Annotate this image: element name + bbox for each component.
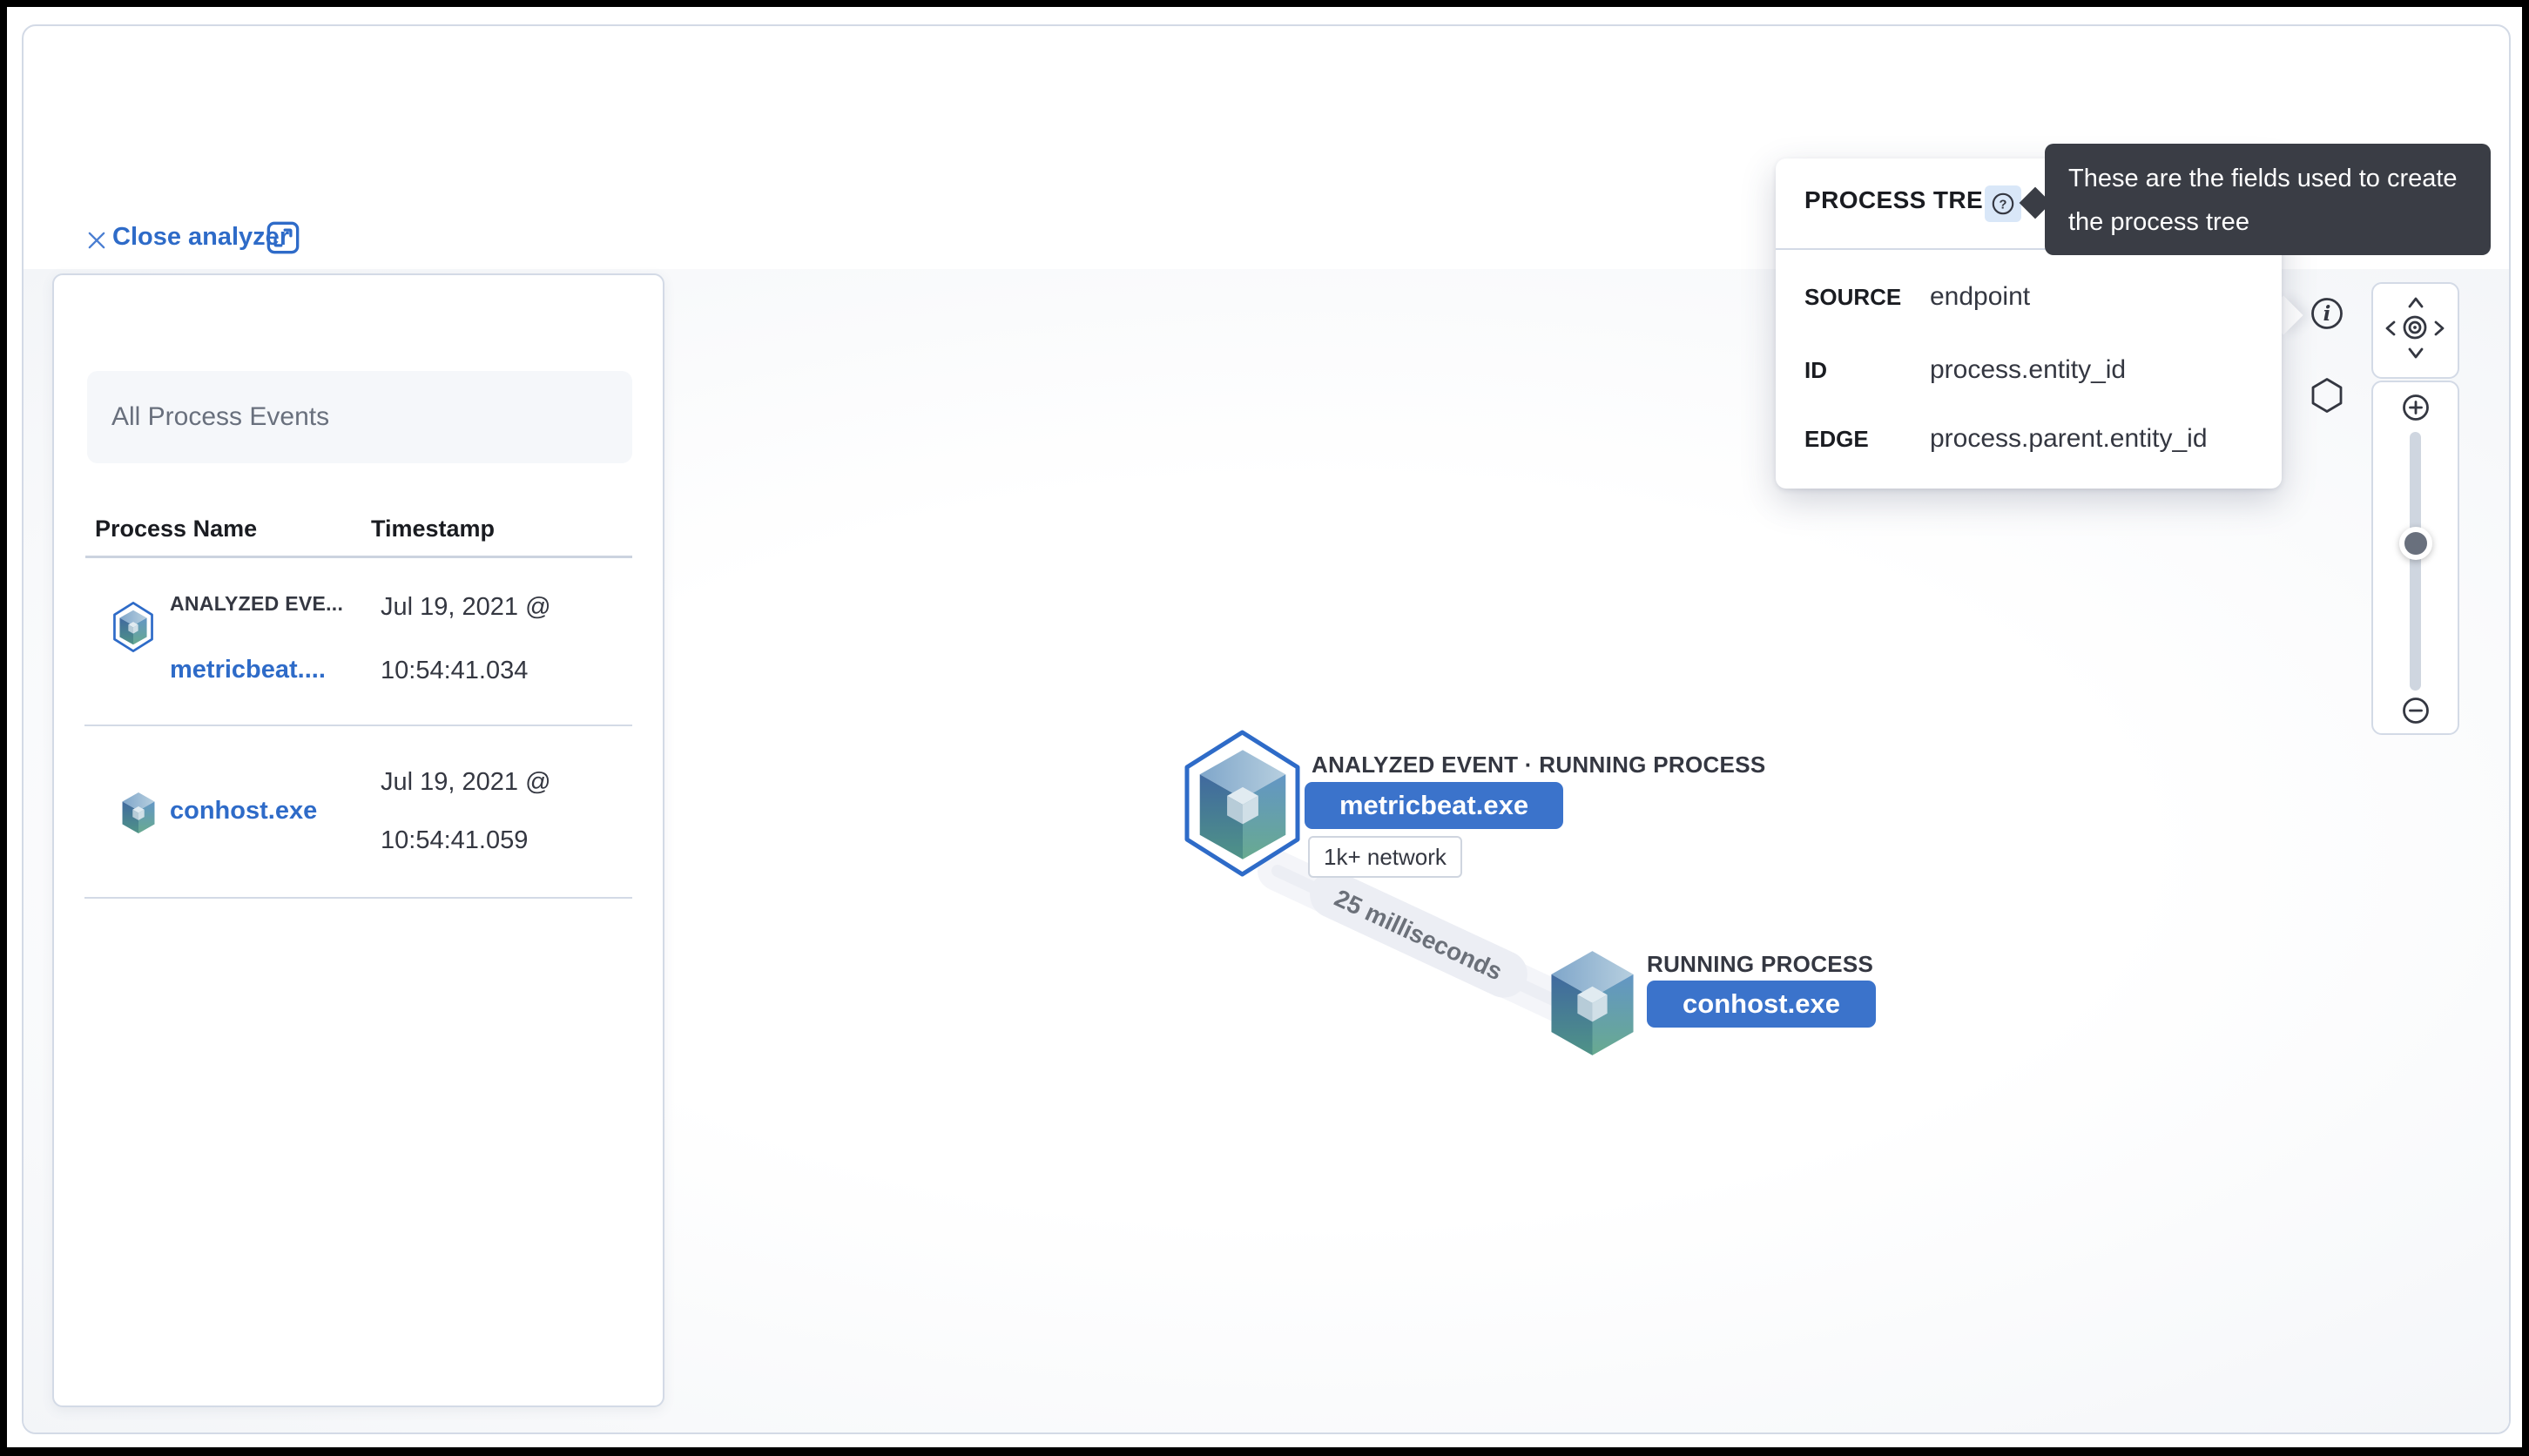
row-conhost-icon xyxy=(120,792,157,834)
close-analyzer-link[interactable]: Close analyzer xyxy=(112,223,290,251)
tooltip-line: the process tree xyxy=(2068,208,2249,236)
svg-text:?: ? xyxy=(2000,198,2007,212)
process-link-conhost[interactable]: conhost.exe xyxy=(170,797,318,825)
field-label: SOURCE xyxy=(1804,284,1902,310)
row-metricbeat-icon xyxy=(111,602,155,652)
node-metricbeat-event-label: ANALYZED EVENT · RUNNING PROCESS xyxy=(1312,752,1766,778)
screenshot-frame: Close analyzer 25 milliseconds ANALYZED … xyxy=(7,7,2522,1447)
event-filter-dropdown[interactable]: All Process Events xyxy=(87,371,632,463)
row-divider xyxy=(84,897,632,899)
table-header-divider xyxy=(85,556,632,558)
timestamp-line: Jul 19, 2021 @ xyxy=(381,593,551,621)
node-conhost[interactable] xyxy=(1546,949,1639,1057)
timestamp-line: 10:54:41.059 xyxy=(381,826,529,854)
column-header-timestamp: Timestamp xyxy=(371,516,496,542)
pan-controls xyxy=(2371,282,2459,379)
node-conhost-event-label: RUNNING PROCESS xyxy=(1647,951,1874,977)
fields-tooltip: These are the fields used to create the … xyxy=(2045,144,2491,255)
field-value: process.entity_id xyxy=(1930,355,2127,384)
process-cube-icon xyxy=(1199,750,1286,859)
pan-down-button[interactable] xyxy=(2403,341,2429,364)
node-legend-hexagon-icon[interactable] xyxy=(2310,377,2344,414)
pan-left-button[interactable] xyxy=(2379,315,2402,341)
timestamp-line: 10:54:41.034 xyxy=(381,657,529,684)
field-value: process.parent.entity_id xyxy=(1930,424,2208,453)
pan-up-button[interactable] xyxy=(2403,291,2429,313)
row-divider xyxy=(84,725,632,726)
close-x-icon[interactable] xyxy=(84,228,109,253)
svg-text:i: i xyxy=(2323,302,2331,326)
field-value: endpoint xyxy=(1930,282,2031,311)
fullscreen-icon[interactable] xyxy=(266,220,300,255)
analyzer-card: Close analyzer 25 milliseconds ANALYZED … xyxy=(22,24,2511,1434)
popover-divider xyxy=(1776,248,2282,250)
process-cube-icon xyxy=(119,610,147,645)
node-metricbeat-button[interactable]: metricbeat.exe xyxy=(1305,782,1563,829)
node-conhost-button[interactable]: conhost.exe xyxy=(1647,981,1876,1028)
zoom-slider-thumb[interactable] xyxy=(2399,527,2432,560)
popover-title: PROCESS TREE xyxy=(1804,186,2000,213)
analyzed-event-badge: ANALYZED EVE... xyxy=(170,592,344,615)
column-header-process-name: Process Name xyxy=(95,516,258,542)
timestamp-line: Jul 19, 2021 @ xyxy=(381,768,551,796)
process-cube-icon xyxy=(122,792,155,834)
node-metricbeat-network-pill[interactable]: 1k+ network xyxy=(1308,836,1462,878)
node-metricbeat[interactable] xyxy=(1181,729,1304,878)
center-view-button[interactable] xyxy=(2402,314,2428,340)
info-circle-icon[interactable]: i xyxy=(2310,296,2344,331)
question-circle-icon[interactable]: ? xyxy=(1985,185,2021,222)
process-cube-icon xyxy=(1551,951,1634,1055)
zoom-controls xyxy=(2371,381,2459,735)
events-panel: All Process Events Process Name Timestam… xyxy=(52,273,664,1407)
zoom-in-plus-icon[interactable] xyxy=(2402,394,2430,421)
zoom-out-minus-icon[interactable] xyxy=(2402,697,2430,725)
tooltip-line: These are the fields used to create xyxy=(2068,165,2458,192)
field-label: ID xyxy=(1804,357,1827,383)
zoom-slider-track[interactable] xyxy=(2399,432,2432,691)
pan-right-button[interactable] xyxy=(2428,315,2451,341)
field-label: EDGE xyxy=(1804,426,1869,452)
process-link-metricbeat[interactable]: metricbeat.... xyxy=(170,656,326,684)
